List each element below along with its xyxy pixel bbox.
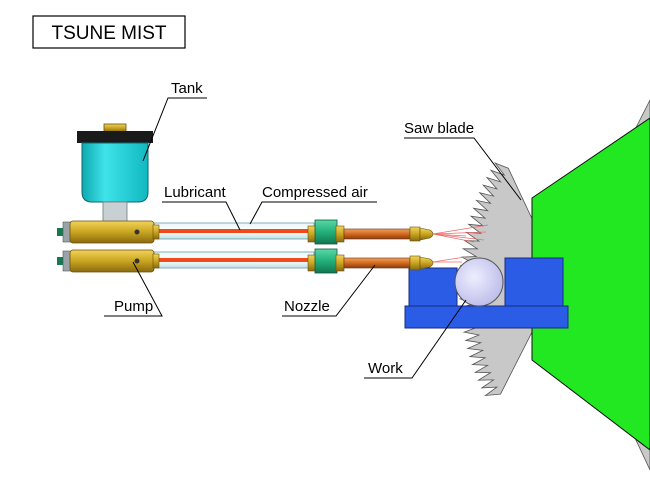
- saw-blade-label: Saw blade: [404, 120, 474, 137]
- lubricant-label: Lubricant: [164, 184, 227, 201]
- mist-spray: [432, 224, 489, 263]
- label-nozzle: Nozzle: [282, 264, 376, 317]
- lower-pump: [57, 249, 160, 273]
- lower-connector: [307, 248, 345, 274]
- lower-tube: [153, 251, 315, 269]
- workpiece: [454, 257, 504, 307]
- lower-nozzle: [343, 255, 434, 271]
- diagram-title: TSUNE MIST: [51, 23, 166, 44]
- label-compressed-air: Compressed air: [249, 184, 377, 225]
- tank: [77, 123, 153, 223]
- tank-label: Tank: [171, 80, 203, 97]
- compressed-air-label: Compressed air: [262, 184, 368, 201]
- label-work: Work: [364, 299, 467, 379]
- work-fixture: [404, 257, 569, 329]
- nozzle-label: Nozzle: [284, 298, 330, 315]
- label-pump: Pump: [104, 261, 163, 317]
- label-tank: Tank: [142, 80, 207, 162]
- label-saw-blade: Saw blade: [404, 120, 522, 201]
- upper-pump: [57, 220, 160, 244]
- title-box: TSUNE MIST: [32, 15, 186, 49]
- label-lubricant: Lubricant: [162, 184, 241, 231]
- work-label: Work: [368, 360, 403, 377]
- upper-tube: [153, 222, 315, 240]
- upper-nozzle: [343, 226, 434, 242]
- pump-label: Pump: [114, 298, 153, 315]
